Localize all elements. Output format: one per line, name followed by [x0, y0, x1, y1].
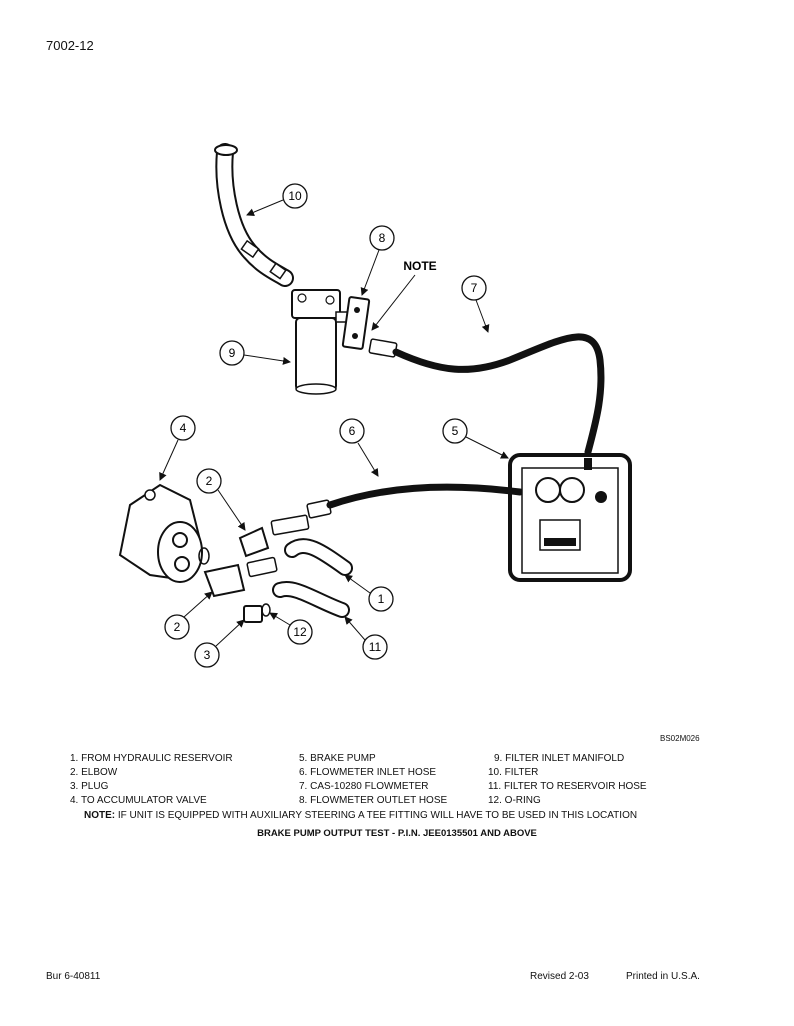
legend-item-1: 1. FROM HYDRAULIC RESERVOIR	[70, 753, 233, 764]
note-callout: NOTE	[371, 259, 437, 331]
legend-item-10: 10. FILTER	[488, 767, 539, 778]
svg-text:5: 5	[452, 424, 459, 438]
legend-item-5: 5. BRAKE PUMP	[299, 753, 376, 764]
plug	[243, 605, 263, 623]
svg-text:2: 2	[206, 474, 213, 488]
svg-text:6: 6	[349, 424, 356, 438]
callout-2-upper: 2	[196, 468, 246, 531]
legend-item-7: 7. CAS-10280 FLOWMETER	[299, 781, 429, 792]
legend-item-4: 4. TO ACCUMULATOR VALVE	[70, 795, 207, 806]
legend-note: NOTE: IF UNIT IS EQUIPPED WITH AUXILIARY…	[84, 810, 637, 821]
callout-8: 7	[461, 275, 490, 333]
filter	[291, 289, 351, 395]
brake-pump	[118, 483, 210, 583]
svg-text:NOTE: NOTE	[403, 259, 436, 273]
svg-text:8: 8	[379, 231, 386, 245]
filter-inlet-manifold	[341, 296, 371, 350]
legend-item-9: 9. FILTER INLET MANIFOLD	[494, 753, 625, 764]
callout-3: 3	[194, 619, 245, 668]
accumulator-hose	[272, 581, 350, 618]
legend-item-2: 2. ELBOW	[70, 767, 118, 778]
flowmeter	[508, 453, 632, 582]
svg-text:7: 7	[471, 281, 478, 295]
flowmeter-inlet-hose	[306, 483, 524, 519]
svg-text:11: 11	[369, 640, 382, 654]
svg-text:3: 3	[204, 648, 211, 662]
callout-9: 8	[360, 225, 395, 296]
note-text: IF UNIT IS EQUIPPED WITH AUXILIARY STEER…	[115, 810, 638, 821]
note-label: NOTE:	[84, 810, 116, 821]
elbow-upper	[238, 514, 310, 558]
flowmeter-outlet-hose	[368, 333, 605, 456]
callout-2-lower: 2	[164, 591, 213, 640]
reservoir-supply-hose	[284, 538, 353, 576]
callout-12: 12	[269, 612, 313, 645]
figure-code: BS02M026	[660, 734, 700, 743]
footer-revised: Revised 2-03	[530, 971, 589, 982]
callout-1: 1	[344, 574, 394, 612]
callout-5: 4	[159, 415, 196, 481]
callout-11: 10	[246, 183, 308, 216]
callout-6: 6	[339, 418, 379, 477]
hydraulic-diagram: 10 8 NOTE 7 9 4 6 5 2 1	[118, 143, 632, 668]
filter-to-reservoir-hose	[214, 143, 294, 287]
legend-item-8: 8. FLOWMETER OUTLET HOSE	[299, 795, 448, 806]
legend-item-3: 3. PLUG	[70, 781, 109, 792]
svg-text:1: 1	[378, 592, 385, 606]
svg-text:9: 9	[229, 346, 236, 360]
footer-document-number: Bur 6-40811	[46, 971, 101, 982]
callout-4: 11	[344, 616, 388, 660]
callout-7: 5	[442, 418, 509, 459]
legend-item-12: 12. O-RING	[488, 795, 541, 806]
footer-printed: Printed in U.S.A.	[626, 971, 700, 982]
callout-10: 9	[219, 340, 291, 366]
svg-text:2: 2	[174, 620, 181, 634]
svg-text:4: 4	[180, 421, 187, 435]
o-ring	[261, 603, 271, 617]
figure-caption: BRAKE PUMP OUTPUT TEST - P.I.N. JEE01355…	[257, 828, 537, 839]
legend-item-6: 6. FLOWMETER INLET HOSE	[299, 767, 437, 778]
legend-item-11: 11. FILTER TO RESERVOIR HOSE	[488, 781, 647, 792]
page-number: 7002-12	[46, 38, 94, 53]
svg-text:10: 10	[288, 189, 302, 203]
svg-text:12: 12	[293, 625, 307, 639]
elbow-lower	[203, 556, 278, 598]
